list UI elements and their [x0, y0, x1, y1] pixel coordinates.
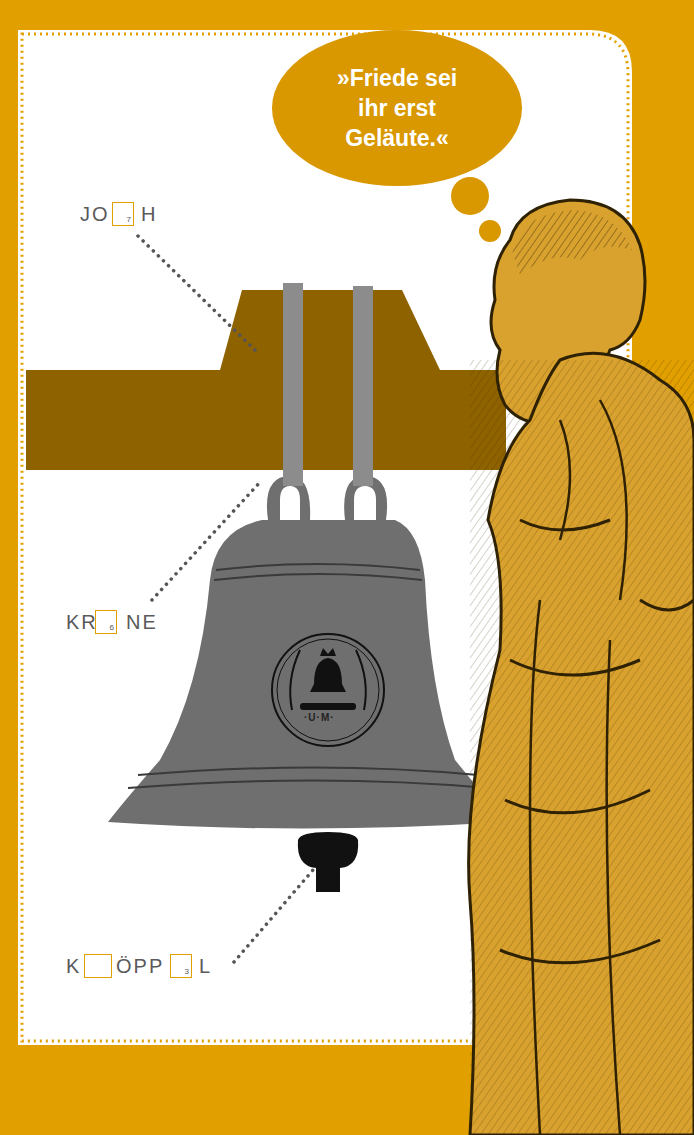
leader-line	[138, 236, 313, 962]
medallion	[272, 634, 384, 746]
letter-box: 3	[170, 954, 192, 978]
part-name: KR	[66, 610, 98, 634]
part-name: ÖPP	[116, 954, 164, 978]
bell-rings	[128, 768, 488, 789]
quote-text: »Friede sei ihr erst Geläute.«	[322, 63, 472, 153]
clapper	[298, 832, 358, 892]
seal-text: ·U·M·	[304, 712, 335, 723]
bell-rings	[214, 564, 422, 580]
part-name: L	[199, 954, 212, 978]
strap	[283, 283, 303, 486]
thought-bubble: »Friede sei ihr erst Geläute.«	[272, 30, 522, 186]
strap	[353, 286, 373, 486]
bell-body	[108, 520, 505, 829]
callout-number: 3	[185, 967, 189, 976]
part-name: JO	[80, 202, 110, 226]
callout-number: 7	[127, 215, 131, 224]
part-name: K	[66, 954, 81, 978]
part-name: H	[141, 202, 157, 226]
part-name: NE	[126, 610, 158, 634]
letter-box	[84, 954, 112, 978]
man-figure	[469, 200, 694, 1135]
yoke-beam	[26, 370, 506, 470]
letter-box: 6	[95, 610, 117, 634]
yoke-top	[220, 290, 440, 370]
letter-box: 7	[112, 202, 134, 226]
callout-number: 6	[110, 623, 114, 632]
bubble-tail	[450, 176, 510, 246]
